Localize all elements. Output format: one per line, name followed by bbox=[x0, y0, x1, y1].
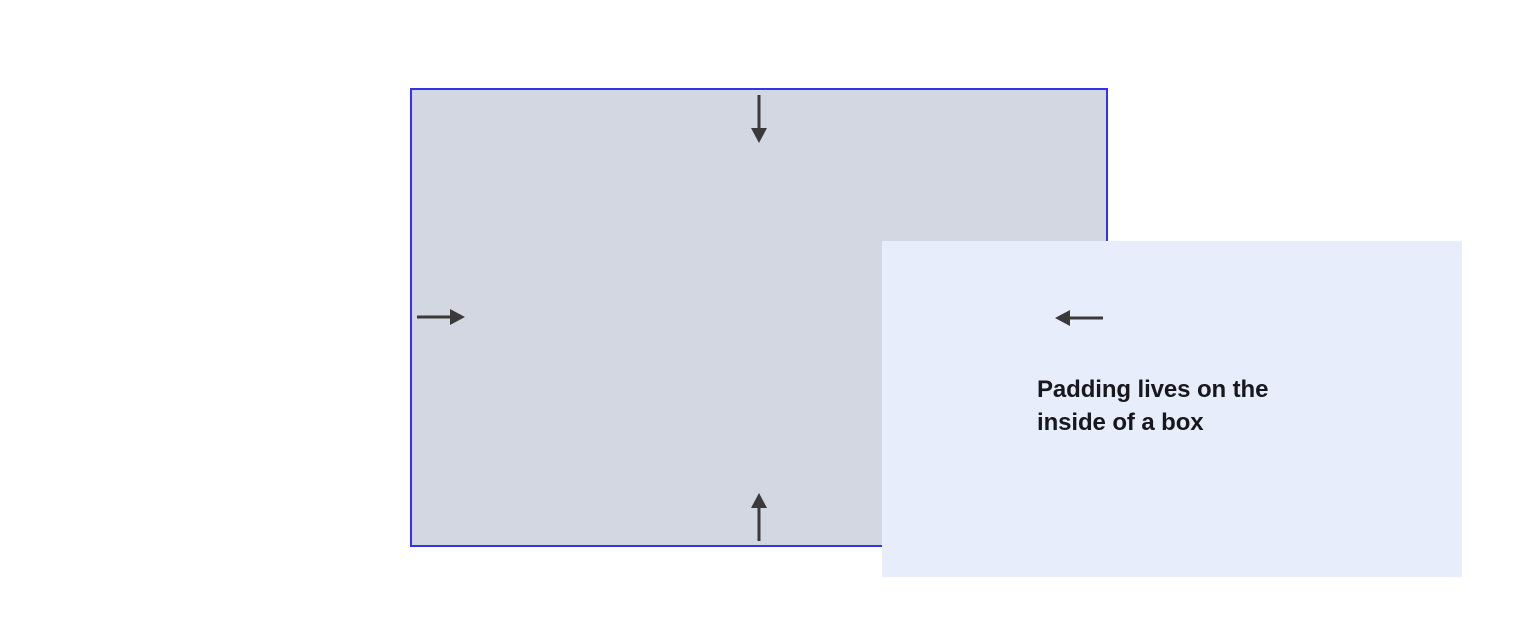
element-box-with-padding: Padding lives on the inside of a box bbox=[410, 88, 1462, 577]
padding-arrow-right-icon bbox=[1055, 310, 1103, 326]
padding-arrow-left-icon bbox=[417, 309, 465, 325]
content-box bbox=[882, 241, 1462, 577]
padding-arrow-bottom-icon bbox=[751, 493, 767, 541]
content-label: Padding lives on the inside of a box bbox=[1037, 376, 1269, 436]
padding-arrow-top-icon bbox=[751, 95, 767, 143]
